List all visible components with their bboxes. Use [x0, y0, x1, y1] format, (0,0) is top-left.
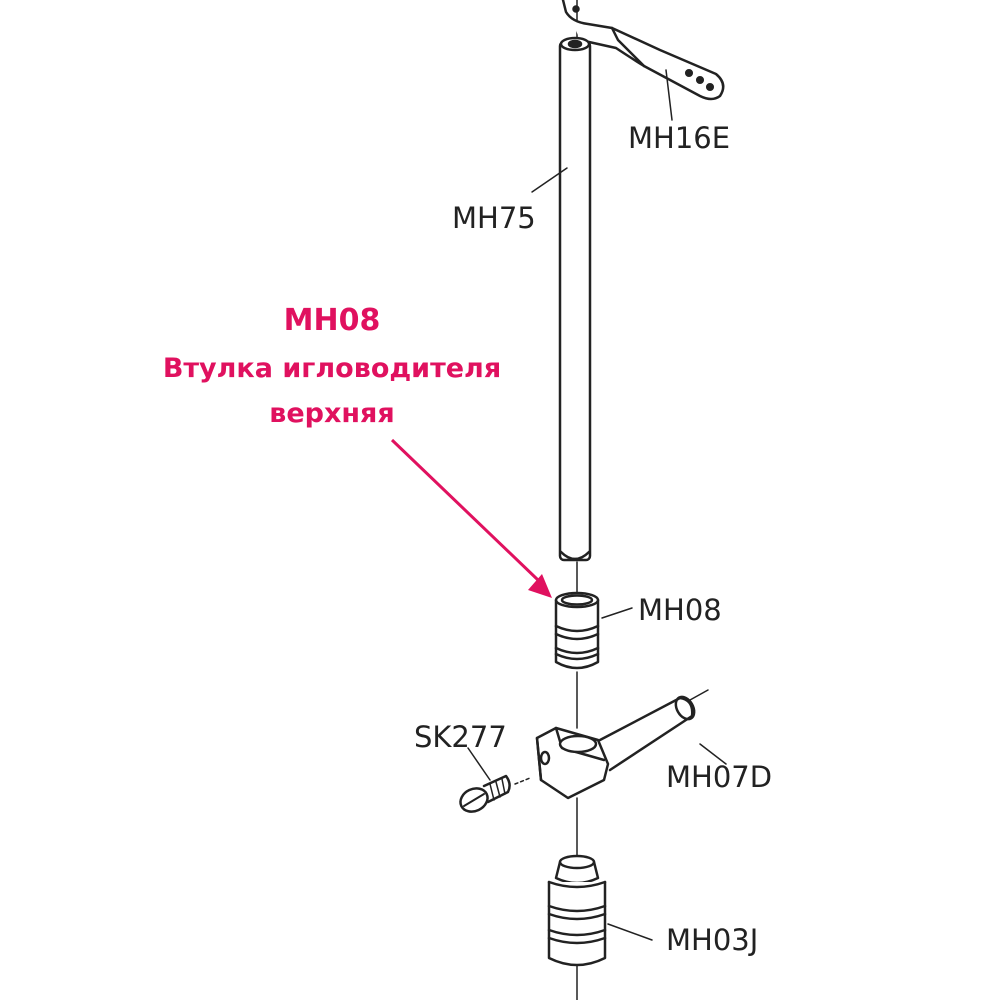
label-mh03j: MH03J: [666, 923, 758, 957]
upper-bushing-mh08: [554, 591, 633, 670]
highlight-description-line1: Втулка игловодителя: [163, 353, 501, 384]
bracket-mh16e: [561, 0, 725, 121]
clamp-mh07d: [535, 689, 727, 800]
lower-bushing-mh03j: [547, 854, 653, 967]
label-sk277: SK277: [414, 720, 507, 754]
needle-bar-mh75: [531, 36, 592, 562]
highlight-arrow: [390, 438, 552, 598]
screw-sk277: [459, 747, 531, 813]
label-mh16e: MH16E: [628, 121, 730, 155]
label-mh75: MH75: [452, 201, 536, 235]
highlight-code: MH08: [284, 303, 381, 338]
highlight-description-line2: верхняя: [269, 398, 394, 429]
label-mh08: MH08: [638, 593, 722, 627]
label-mh07d: MH07D: [666, 760, 772, 794]
